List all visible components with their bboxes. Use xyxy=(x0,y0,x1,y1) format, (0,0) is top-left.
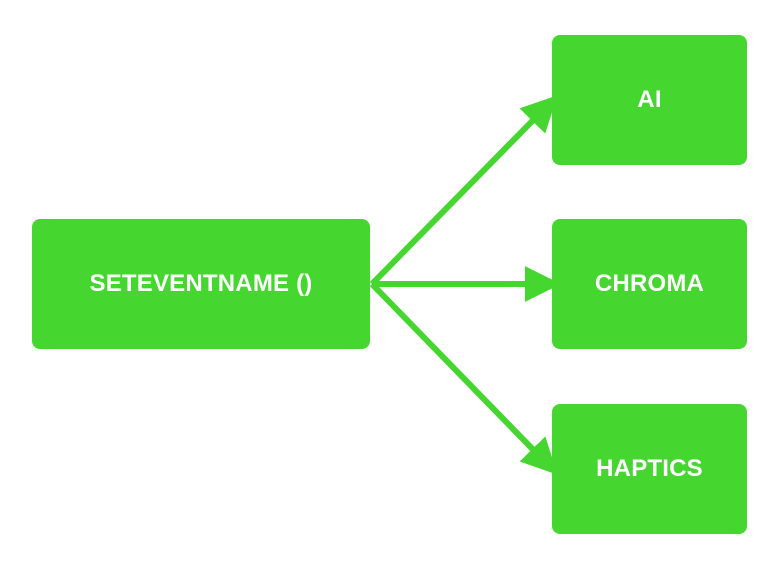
node-ai: AI xyxy=(552,35,747,165)
node-label: CHROMA xyxy=(594,270,705,297)
node-haptics: HAPTICS xyxy=(552,404,747,534)
node-label: AI xyxy=(637,86,662,113)
arrow-to-haptics xyxy=(369,281,558,475)
node-chroma: CHROMA xyxy=(552,219,747,349)
node-label: HAPTICS xyxy=(596,455,703,482)
arrow-to-ai xyxy=(369,95,558,287)
node-seteventname: SETEVENTNAME () xyxy=(32,219,370,349)
node-label: SETEVENTNAME () xyxy=(89,270,313,297)
